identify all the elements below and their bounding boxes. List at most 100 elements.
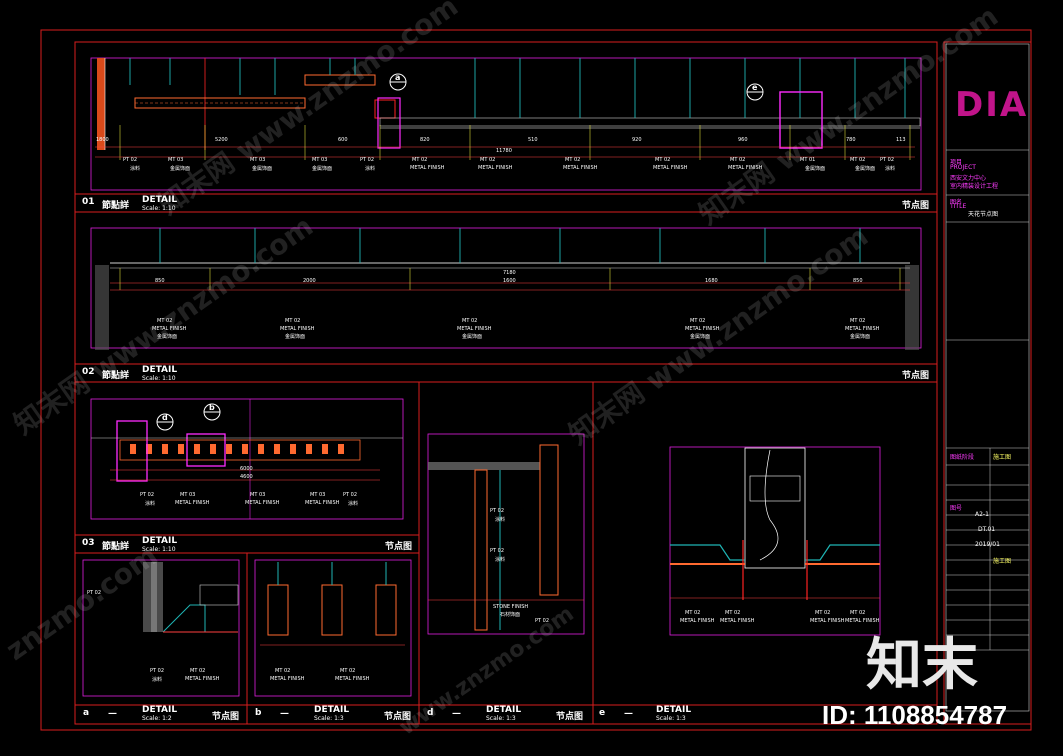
label-metalfin-e2: METAL FINISH xyxy=(720,618,755,624)
detail-01-number: 01 xyxy=(79,197,98,207)
detail-01-tag: 节点图 xyxy=(902,201,930,211)
dim-01-7: 960 xyxy=(738,137,748,143)
detail-02-tag: 节点图 xyxy=(902,371,930,381)
brand-id: ID: 1108854787 xyxy=(822,700,1008,730)
label-mt03-01c: MT 03 xyxy=(312,157,328,163)
callout-a-label: a xyxy=(395,73,401,82)
label-mt01-01: MT 01 xyxy=(800,157,816,163)
label-mt02-e3: MT 02 xyxy=(815,610,831,616)
label-metalcn-02d: 金属饰面 xyxy=(690,334,711,340)
detail-e-dash: — xyxy=(624,709,633,719)
label-mt02-02e: MT 02 xyxy=(850,318,866,324)
label-pt02-d3: PT 02 xyxy=(535,618,550,624)
dim-01-9: 113 xyxy=(896,137,906,143)
label-mt03-01a: MT 03 xyxy=(168,157,184,163)
detail-d-scale: Scale: 1:3 xyxy=(486,715,516,722)
label-mt02-02c: MT 02 xyxy=(462,318,478,324)
label-mt02-02d: MT 02 xyxy=(690,318,706,324)
detail-03-number: 03 xyxy=(79,538,98,548)
tb-project-label: 项目 xyxy=(950,159,963,166)
tb-project-en: PROJECT xyxy=(950,164,976,171)
label-mt02-e1: MT 02 xyxy=(685,610,701,616)
label-paint-01a: 涂料 xyxy=(130,166,141,172)
label-metalfin-e4: METAL FINISH xyxy=(845,618,880,624)
label-metalfin-03c: METAL FINISH xyxy=(305,500,340,506)
dim-01-3: 600 xyxy=(338,137,348,143)
label-metalfin-01a: METAL FINISH xyxy=(410,165,445,171)
label-paint-d1: 涂料 xyxy=(495,517,506,523)
dim-01-5: 510 xyxy=(528,137,538,143)
detail-03-tag: 节点图 xyxy=(385,542,413,552)
brand-name: 知末 xyxy=(866,633,978,698)
callout-d-label: d xyxy=(162,413,168,422)
label-pt02-d2: PT 02 xyxy=(490,548,505,554)
label-metalfin-a: METAL FINISH xyxy=(185,676,220,682)
dim-02-total: 7180 xyxy=(503,270,516,276)
label-mt02-a: MT 02 xyxy=(190,668,206,674)
detail-02-title-cn: 節點詳 xyxy=(102,371,130,381)
label-metalfin-02c: METAL FINISH xyxy=(457,326,492,332)
detail-d-tag: 节点图 xyxy=(556,712,584,722)
dim-01-6: 920 xyxy=(632,137,642,143)
dim-01-4: 820 xyxy=(420,137,430,143)
dim-01-8: 780 xyxy=(846,137,856,143)
detail-b-dash: — xyxy=(280,709,289,719)
label-pt02-03a: PT 02 xyxy=(140,492,155,498)
label-mt02-e2: MT 02 xyxy=(725,610,741,616)
label-mt03-03a: MT 03 xyxy=(180,492,196,498)
dim-01-2: 5200 xyxy=(215,137,228,143)
label-stonecn-d: 石材饰面 xyxy=(500,612,521,618)
label-stone-d: STONE FINISH xyxy=(493,604,529,610)
label-mt02-01b: MT 02 xyxy=(480,157,496,163)
label-paint-01c: 涂料 xyxy=(885,166,896,172)
label-metalfin-03b: METAL FINISH xyxy=(245,500,280,506)
label-pt02-03b: PT 02 xyxy=(343,492,358,498)
tb-sheet-val: A2-1 xyxy=(975,511,989,518)
tb-project-1: 西安文力中心 xyxy=(950,175,987,182)
label-pt02-01b: PT 02 xyxy=(360,157,375,163)
detail-b-number: b xyxy=(252,708,265,718)
label-paint-a: 涂料 xyxy=(152,677,163,683)
label-metalfin-b2: METAL FINISH xyxy=(335,676,370,682)
label-metalcn-02e: 金属饰面 xyxy=(850,334,871,340)
detail-a-dash: — xyxy=(108,709,117,719)
tb-sheet-code: DT.01 xyxy=(978,526,996,533)
tb-stage-val: 施工图 xyxy=(993,454,1012,461)
label-pt02-a1: PT 02 xyxy=(87,590,102,596)
dim-03-2: 6000 xyxy=(240,466,253,472)
label-mt02-b1: MT 02 xyxy=(275,668,291,674)
detail-01-scale: Scale: 1:10 xyxy=(142,205,176,212)
label-metal-01a: 金属饰面 xyxy=(170,166,191,172)
label-mt02-e4: MT 02 xyxy=(850,610,866,616)
label-metalfin-02d: METAL FINISH xyxy=(685,326,720,332)
tb-sheet-label: 图号 xyxy=(950,505,963,512)
dim-01-total: 11780 xyxy=(496,148,512,154)
label-metal-01e: 金属饰面 xyxy=(855,166,876,172)
label-metalfin-e1: METAL FINISH xyxy=(680,618,715,624)
label-pt02-01a: PT 02 xyxy=(123,157,138,163)
label-pt02-d1: PT 02 xyxy=(490,508,505,514)
label-paint-03a: 涂料 xyxy=(145,501,156,507)
callout-e-label: e xyxy=(752,83,758,92)
label-metalfin-01d: METAL FINISH xyxy=(653,165,688,171)
label-mt02-01c: MT 02 xyxy=(565,157,581,163)
label-mt03-01b: MT 03 xyxy=(250,157,266,163)
label-paint-01b: 涂料 xyxy=(365,166,376,172)
label-paint-03b: 涂料 xyxy=(348,501,359,507)
label-metal-01d: 金属饰面 xyxy=(805,166,826,172)
detail-b-scale: Scale: 1:3 xyxy=(314,715,344,722)
label-metalcn-02c: 金属饰面 xyxy=(462,334,483,340)
label-metalfin-02b: METAL FINISH xyxy=(280,326,315,332)
dim-02-2: 2000 xyxy=(303,278,316,284)
dim-02-5: 850 xyxy=(853,278,863,284)
label-mt03-03c: MT 03 xyxy=(310,492,326,498)
detail-a-scale: Scale: 1:2 xyxy=(142,715,172,722)
label-pt02-a2: PT 02 xyxy=(150,668,165,674)
detail-e-title-en: DETAIL xyxy=(656,705,692,715)
label-metalfin-b1: METAL FINISH xyxy=(270,676,305,682)
label-metalcn-02b: 金属饰面 xyxy=(285,334,306,340)
detail-d-dash: — xyxy=(452,709,461,719)
label-metalcn-02a: 金属饰面 xyxy=(157,334,178,340)
detail-a-title-en: DETAIL xyxy=(142,705,178,715)
